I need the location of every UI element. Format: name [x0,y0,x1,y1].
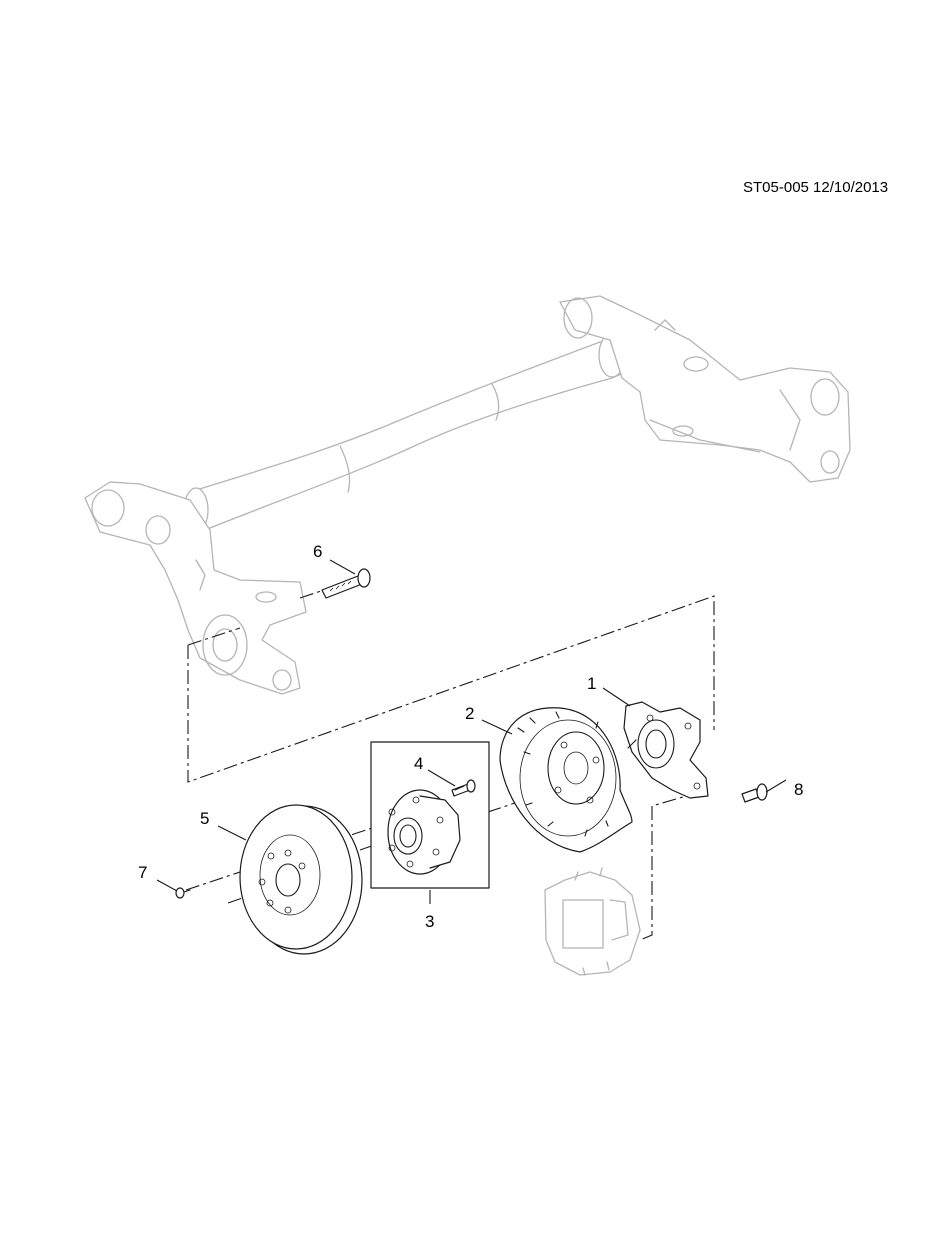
callout-7: 7 [138,863,148,882]
knuckle [623,701,709,799]
callout-6: 6 [313,542,323,561]
rear-axle-assembly [84,295,851,695]
mounting-bolt [321,568,371,599]
callout-5: 5 [200,809,210,828]
callout-2: 2 [465,704,475,723]
brake-rotor [239,804,363,955]
hub-bearing-box [370,741,490,889]
callout-8: 8 [794,780,804,799]
brake-shield [499,707,633,853]
wheel-stud [451,779,476,797]
brake-caliper [544,867,641,976]
callout-leaders [156,559,787,904]
drawing-reference: ST05-005 12/10/2013 [743,179,889,196]
callout-3: 3 [425,912,435,931]
callout-4: 4 [414,754,424,773]
callout-1: 1 [587,674,597,693]
rotor-screw [175,887,191,899]
knuckle-bolt [741,783,768,803]
